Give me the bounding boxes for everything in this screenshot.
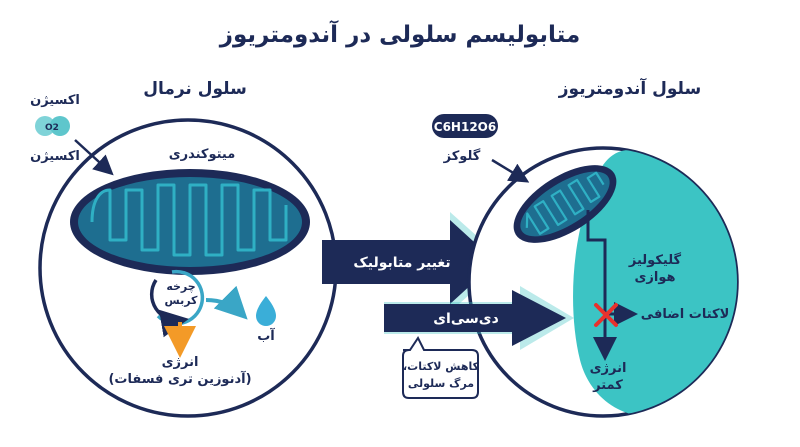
extra-lactate-label: لاکتات اضافی	[641, 307, 730, 322]
oxygen-label-bottom: اکسیژن	[30, 149, 80, 164]
normal-cell: سلول نرمال اکسیژن O2 اکسیژن میتوکندری چر…	[30, 79, 338, 418]
normal-cell-heading: سلول نرمال	[143, 79, 247, 99]
krebs-cycle-icon	[149, 269, 248, 358]
water-drop-icon	[256, 296, 276, 326]
energy-atp-label: (آدنوزین تری فسفات)	[108, 370, 251, 387]
glycolysis-label-line2: هوازی	[634, 270, 675, 285]
dca-label: دی‌سی‌ای	[433, 311, 499, 327]
mitochondrion-icon	[70, 169, 310, 275]
metabolic-shift-arrow: تغییر متابولیک	[322, 212, 506, 312]
mitochondria-label: میتوکندری	[169, 147, 236, 162]
krebs-cycle-line2: کربس	[165, 294, 199, 307]
glycolysis-pathway-arrow	[586, 210, 617, 361]
bubble-line2: مرگ سلولی	[408, 376, 474, 390]
less-energy-label-line1: انرژی	[590, 361, 627, 376]
glucose-arrow	[491, 158, 530, 183]
metabolic-shift-label: تغییر متابولیک	[353, 255, 450, 271]
block-x-icon	[594, 303, 618, 327]
glycolysis-label-line1: گلیکولیز	[628, 252, 682, 268]
glucose-molecule-icon: C6H12O6	[432, 114, 498, 138]
less-energy-label-line2: کمتر	[592, 378, 623, 393]
bubble-line1: کاهش لاکتات،	[403, 360, 480, 373]
oxygen-arrow	[74, 139, 114, 176]
water-label: آب	[257, 327, 275, 344]
oxygen-symbol: O2	[45, 123, 59, 133]
oxygen-label-top: اکسیژن	[30, 93, 80, 108]
endo-mitochondrion-icon	[513, 165, 617, 243]
glucose-formula: C6H12O6	[434, 120, 496, 134]
glucose-label: گلوکز	[443, 148, 481, 164]
krebs-cycle-line1: چرخه	[166, 280, 195, 293]
dca-arrow: دی‌سی‌ای	[384, 286, 574, 350]
dca-effect-bubble: کاهش لاکتات، مرگ سلولی	[402, 336, 480, 399]
endometriosis-cell: سلول آندومتریوز C6H12O6 گلوکز گلیکولیز ه…	[432, 77, 739, 418]
page-title: متابولیسم سلولی در آندومتریوز	[219, 19, 581, 48]
oxygen-molecule-icon: O2	[35, 116, 70, 136]
energy-label: انرژی	[162, 355, 199, 370]
endo-cell-heading: سلول آندومتریوز	[558, 77, 701, 99]
